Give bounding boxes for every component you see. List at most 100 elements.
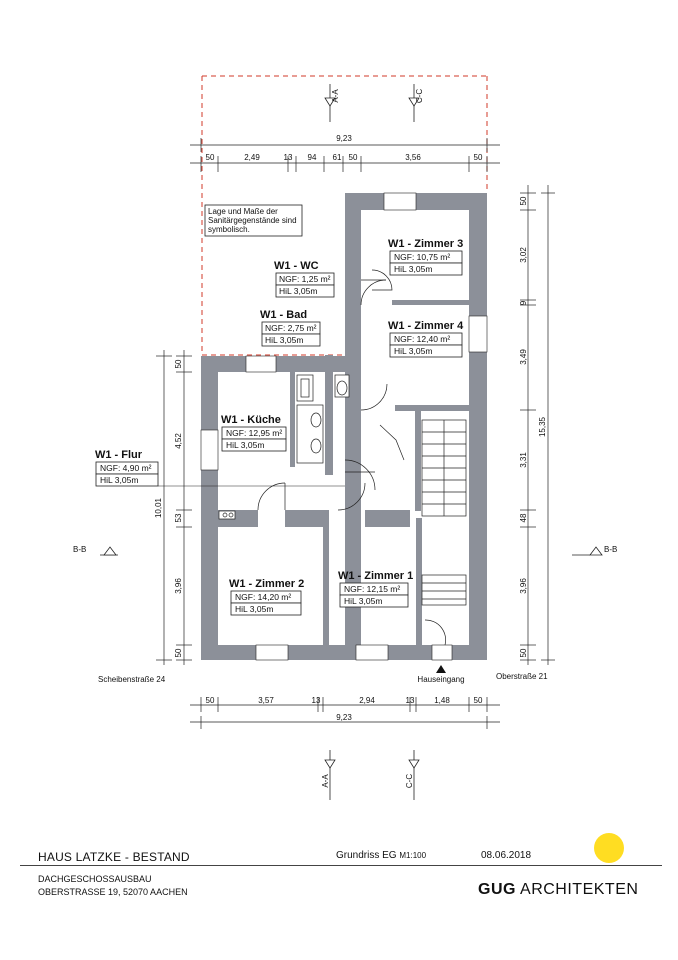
room-zimmer1-area: NGF: 12,15 m² [344,584,400,594]
svg-text:3,02: 3,02 [519,247,528,263]
room-flur-area: NGF: 4,90 m² [100,463,152,473]
svg-text:13: 13 [312,696,321,705]
door-swings [257,269,446,646]
room-labels: W1 - Zimmer 3 NGF: 10,75 m² HiL 3,05m W1… [95,238,464,614]
room-zimmer2-area: NGF: 14,20 m² [235,592,291,602]
right-chain-labels: 50 3,02 9 3,49 3,31 48 3,96 50 [519,196,528,657]
section-bb-marks [100,546,603,556]
room-flur-height: HiL 3,05m [100,475,138,485]
svg-text:48: 48 [519,513,528,522]
section-aa-bottom [324,750,336,800]
office-logo: GUG ARCHITEKTEN [478,881,638,899]
svg-text:4,52: 4,52 [174,433,183,449]
svg-text:13: 13 [284,153,293,162]
svg-text:2,49: 2,49 [244,153,260,162]
svg-text:61: 61 [333,153,342,162]
section-cc-top [408,84,420,122]
room-kueche-area: NGF: 12,95 m² [226,428,282,438]
room-zimmer1-name: W1 - Zimmer 1 [338,570,413,582]
room-zimmer3-name: W1 - Zimmer 3 [388,238,463,250]
room-kueche-name: W1 - Küche [221,414,281,426]
svg-text:2,94: 2,94 [359,696,375,705]
office-logo-rest: ARCHITEKTEN [515,881,639,898]
room-bad-area: NGF: 2,75 m² [265,323,317,333]
left-dimension-lines [156,350,192,665]
right-total: 15,35 [538,416,547,437]
title-block-rule [20,865,662,866]
section-aa-bottom-label: A-A [321,774,330,788]
section-cc-bottom-label: C-C [405,774,414,788]
svg-text:50: 50 [519,648,528,657]
room-zimmer3-area: NGF: 10,75 m² [394,252,450,262]
entrance-arrow [436,665,446,673]
drawing-title: Grundriss EG M1:100 [336,850,426,861]
room-zimmer2-height: HiL 3,05m [235,604,273,614]
svg-text:3,96: 3,96 [519,578,528,594]
svg-text:9: 9 [519,300,528,305]
room-bad-height: HiL 3,05m [265,335,303,345]
section-aa-top-label: A-A [331,89,340,103]
room-zimmer4-height: HiL 3,05m [394,346,432,356]
overall-width-bottom: 9,23 [336,713,352,722]
staircase [379,419,467,606]
bottom-chain-labels: 50 3,57 13 2,94 13 1,48 50 [206,696,483,705]
right-dimension-lines [520,185,555,665]
room-wc-area: NGF: 1,25 m² [279,274,331,284]
room-zimmer2-name: W1 - Zimmer 2 [229,578,304,590]
svg-text:50: 50 [206,153,215,162]
svg-text:13: 13 [406,696,415,705]
sanitary-fixtures [218,374,350,520]
svg-text:3,57: 3,57 [258,696,274,705]
project-title: HAUS LATZKE - BESTAND [38,850,190,864]
svg-text:50: 50 [349,153,358,162]
svg-text:94: 94 [308,153,317,162]
svg-text:3,31: 3,31 [519,452,528,468]
section-cc-bottom [408,750,420,800]
svg-text:50: 50 [174,648,183,657]
section-aa-top [324,84,336,122]
svg-text:1,48: 1,48 [434,696,450,705]
room-wc-height: HiL 3,05m [279,286,317,296]
top-dimension-lines [190,138,500,172]
drawing-name: Grundriss EG [336,850,397,861]
svg-text:50: 50 [206,696,215,705]
room-zimmer1-height: HiL 3,05m [344,596,382,606]
svg-text:Sanitärgegenstände sind: Sanitärgegenstände sind [208,216,297,225]
street-right-label: Oberstraße 21 [496,672,548,681]
room-zimmer4-area: NGF: 12,40 m² [394,334,450,344]
svg-text:50: 50 [474,696,483,705]
bottom-dimension-lines [190,697,500,729]
window-openings [200,192,488,661]
section-bb-right-label: B-B [604,545,617,554]
room-bad-name: W1 - Bad [260,309,307,321]
room-info-boxes [95,204,463,616]
svg-text:3,96: 3,96 [174,578,183,594]
left-total: 10,01 [154,497,163,518]
svg-text:symbolisch.: symbolisch. [208,225,250,234]
room-zimmer3-height: HiL 3,05m [394,264,432,274]
office-logo-bold: GUG [478,881,516,898]
top-chain-labels: 50 2,49 13 94 61 50 3,56 50 [206,153,483,162]
room-flur-name: W1 - Flur [95,449,143,461]
svg-text:50: 50 [519,196,528,205]
project-line2: OBERSTRASSE 19, 52070 AACHEN [38,887,188,897]
sanitary-note: Lage und Maße der Sanitärgegenstände sin… [208,207,297,234]
svg-text:50: 50 [174,359,183,368]
entrance-label: Hauseingang [417,675,464,684]
sun-logo-icon [594,833,624,863]
room-kueche-height: HiL 3,05m [226,440,264,450]
street-left-label: Scheibenstraße 24 [98,675,166,684]
svg-text:3,49: 3,49 [519,349,528,365]
project-line1: DACHGESCHOSSAUSBAU [38,874,152,884]
room-zimmer4-name: W1 - Zimmer 4 [388,320,464,332]
svg-text:53: 53 [174,513,183,522]
overall-width-top: 9,23 [336,134,352,143]
drawing-scale: M1:100 [399,851,427,860]
walls [201,193,487,660]
section-cc-top-label: C-C [415,89,424,103]
room-wc-name: W1 - WC [274,260,319,272]
section-bb-left-label: B-B [73,545,86,554]
left-chain-labels: 50 4,52 53 3,96 50 [174,359,183,657]
drawing-date: 08.06.2018 [481,850,532,861]
